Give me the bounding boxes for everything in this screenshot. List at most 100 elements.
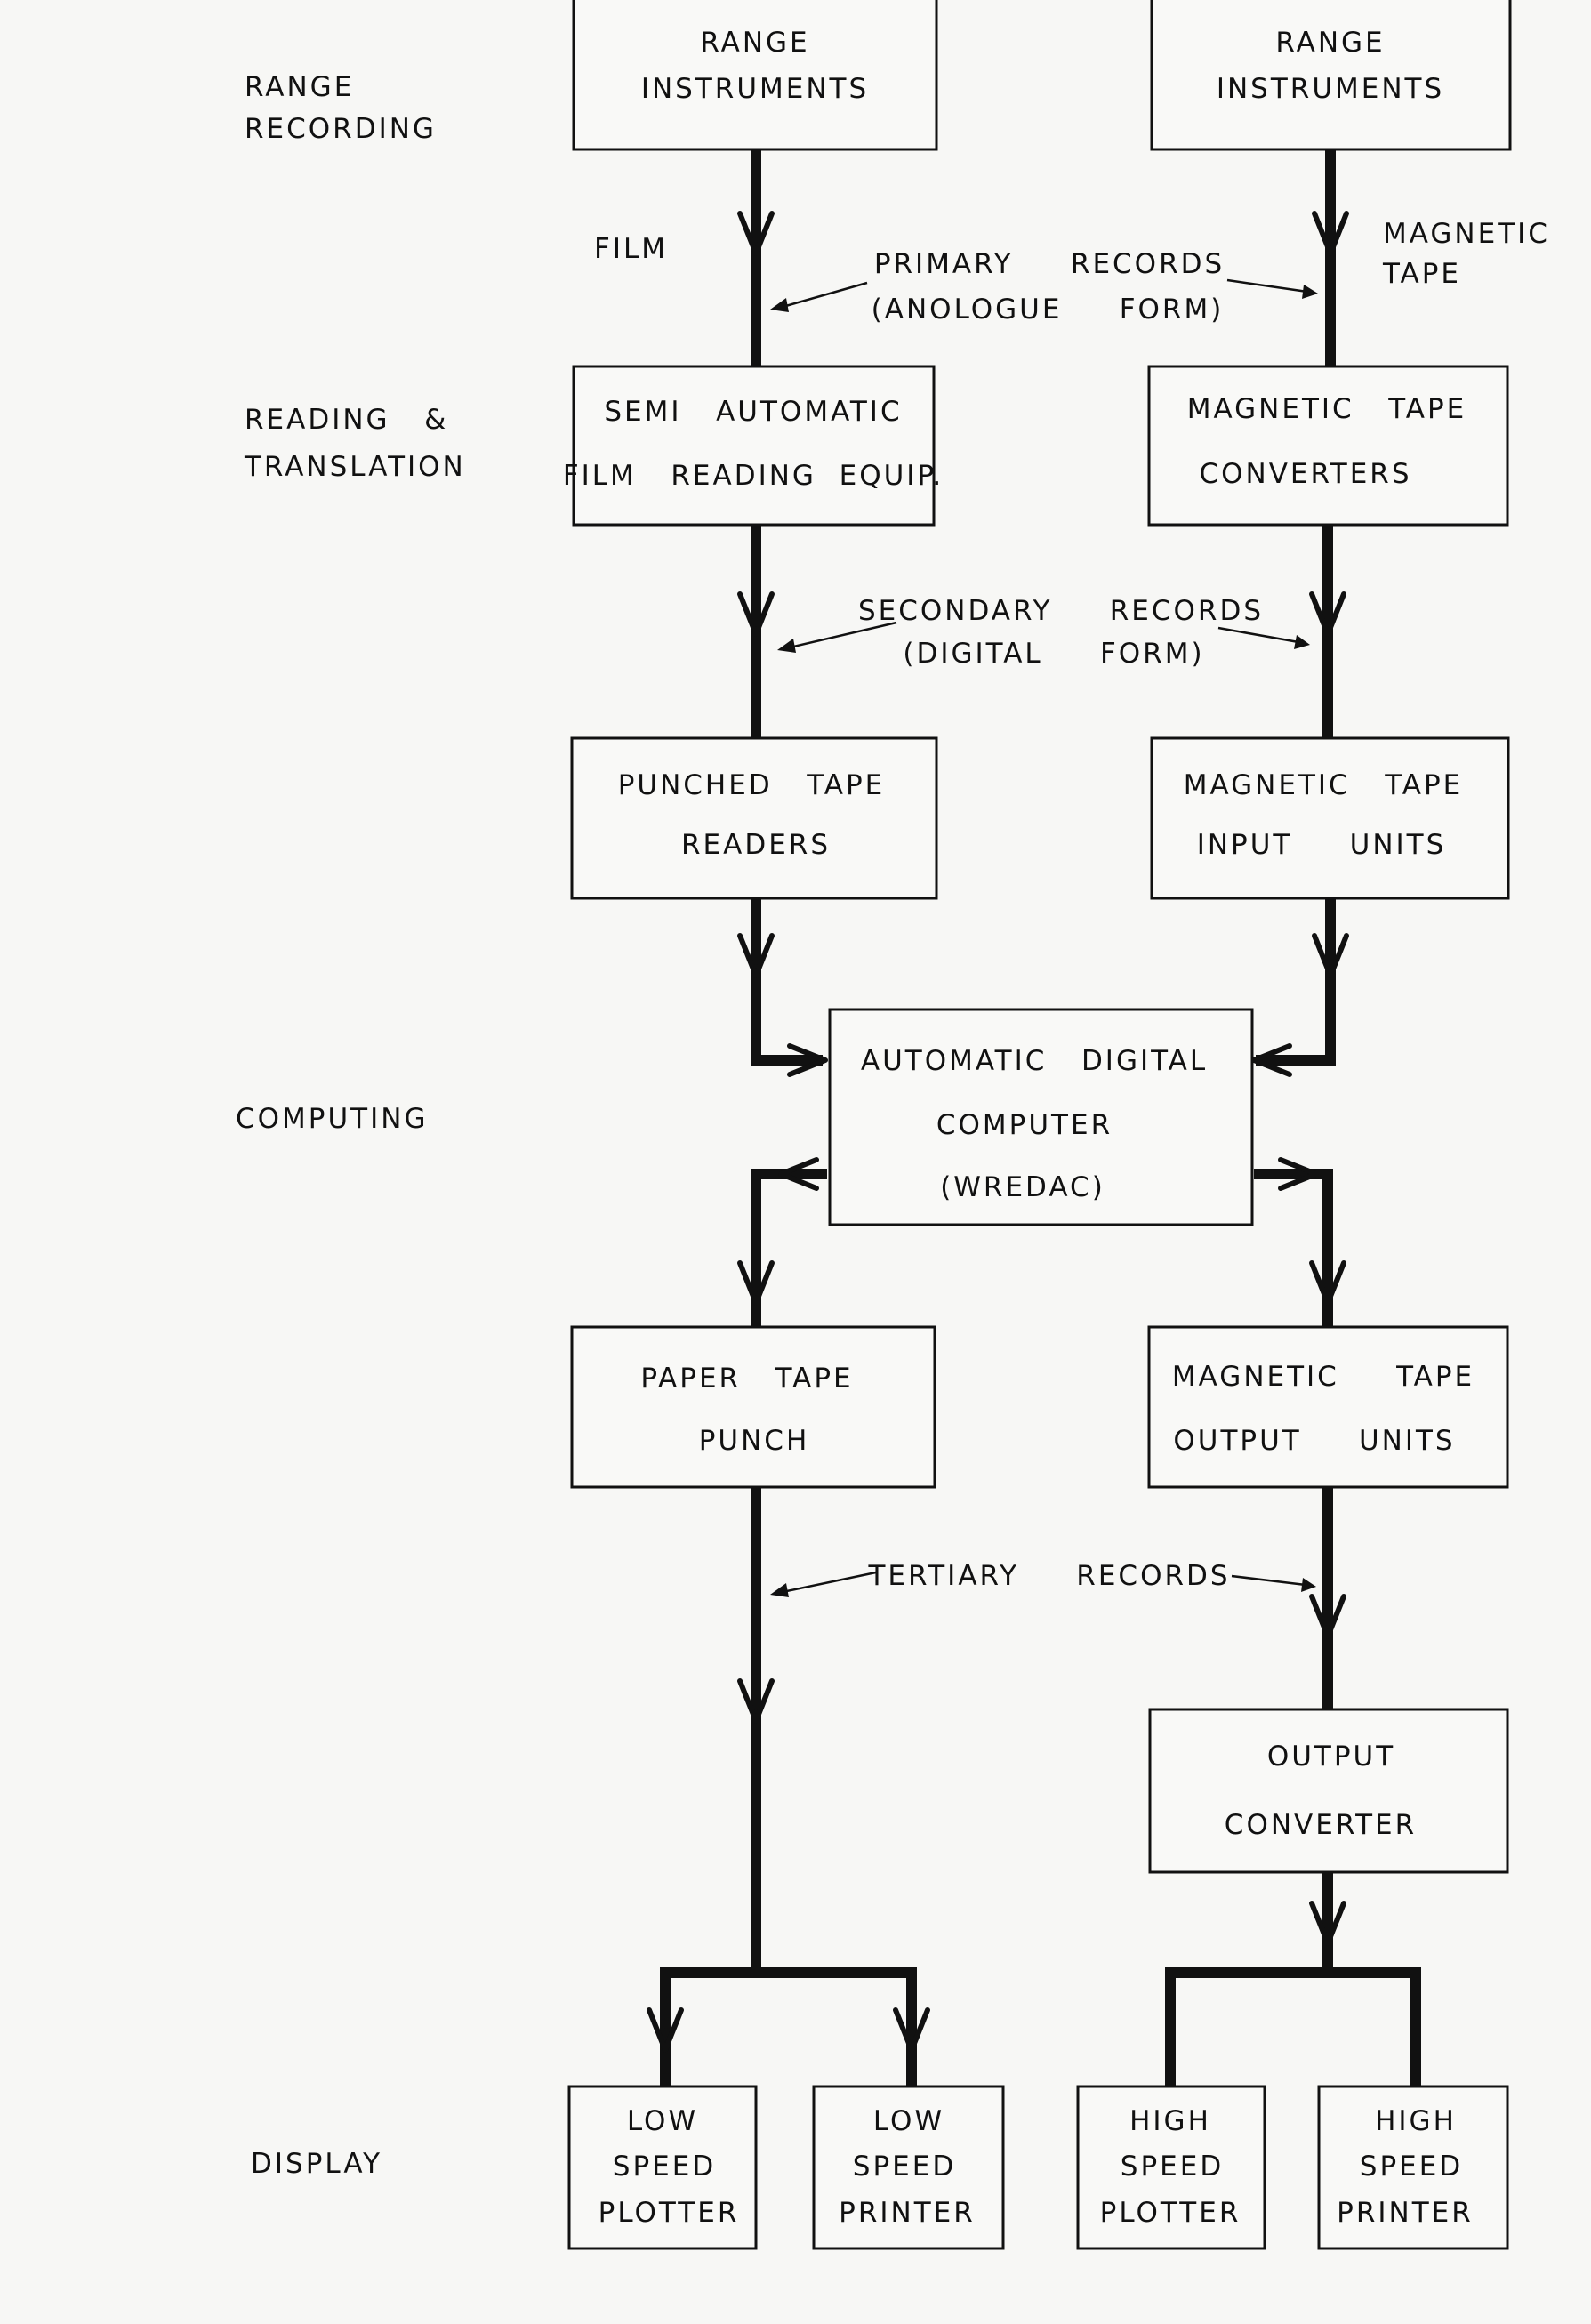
pointer-secondary-right xyxy=(1217,626,1299,644)
arrow-tertiary-right-down xyxy=(1309,1594,1346,1639)
pointer-tertiary-right-head xyxy=(1301,1578,1316,1592)
stage-display: DISPLAY xyxy=(251,2148,382,2180)
label-magnetic-tape-line1: MAGNETIC xyxy=(1383,218,1550,250)
box-output-converter xyxy=(1148,1708,1509,1874)
pointer-primary-left-head xyxy=(770,298,789,312)
flow-input-to-computer xyxy=(1256,898,1336,1066)
label-magnetic-tape-line2: TAPE xyxy=(1382,258,1461,290)
stage-reading-translation-line1: READING & xyxy=(245,404,448,436)
computer-line2: COMPUTER xyxy=(936,1109,1113,1141)
arrow-into-computer-right xyxy=(1251,1043,1292,1077)
flow-left-split xyxy=(660,1967,917,2046)
output-converter-line1: OUTPUT xyxy=(1267,1741,1395,1773)
paper-tape-punch-line2: PUNCH xyxy=(699,1425,810,1457)
box-mag-tape-input xyxy=(1150,736,1510,900)
mag-tape-converters-line1: MAGNETIC TAPE xyxy=(1187,393,1467,425)
label-primary-records-line1: PRIMARY RECORDS xyxy=(874,248,1225,280)
film-reading-line1: SEMI AUTOMATIC xyxy=(604,396,902,428)
mag-tape-output-line1: MAGNETIC TAPE xyxy=(1172,1361,1474,1393)
range-instruments-left-line2: INSTRUMENTS xyxy=(641,73,869,105)
arrow-left-secondary-down xyxy=(737,591,775,637)
arrow-right-secondary-down xyxy=(1309,591,1346,637)
label-primary-records-line2: (ANOLOGUE FORM) xyxy=(872,294,1225,326)
low-speed-plotter-line3: PLOTTER xyxy=(599,2197,740,2229)
high-speed-printer-line2: SPEED xyxy=(1360,2151,1463,2183)
stage-range-recording-line1: RANGE xyxy=(245,71,354,103)
high-speed-printer-line3: PRINTER xyxy=(1337,2197,1474,2229)
low-speed-plotter-line2: SPEED xyxy=(613,2151,716,2183)
arrow-to-punch-down xyxy=(737,1260,775,1306)
punched-tape-readers-line2: READERS xyxy=(681,829,831,861)
high-speed-plotter-line2: SPEED xyxy=(1121,2151,1224,2183)
box-low-speed-plotter xyxy=(567,2085,758,2250)
box-high-speed-plotter xyxy=(1076,2085,1266,2250)
boxes xyxy=(567,0,1512,2250)
pointer-primary-right xyxy=(1226,278,1308,294)
label-secondary-records-line2: (DIGITAL FORM) xyxy=(903,638,1204,670)
flow-lines xyxy=(660,149,1421,2087)
range-instruments-right-line1: RANGE xyxy=(1275,27,1385,59)
mag-tape-input-line1: MAGNETIC TAPE xyxy=(1184,769,1464,801)
mag-tape-output-line2: OUTPUT UNITS xyxy=(1173,1425,1455,1457)
pointer-primary-left xyxy=(782,281,868,309)
box-paper-tape-punch xyxy=(570,1325,936,1489)
range-instruments-right-line2: INSTRUMENTS xyxy=(1217,73,1444,105)
paper-tape-punch-line1: PAPER TAPE xyxy=(640,1363,853,1395)
arrow-low-plotter-down xyxy=(647,2007,684,2053)
pointer-primary-right-head xyxy=(1302,285,1318,299)
arrow-tertiary-left-down xyxy=(737,1678,775,1724)
flow-computer-to-output xyxy=(1254,1169,1333,1327)
stage-range-recording-line2: RECORDING xyxy=(245,113,437,145)
arrow-to-output-down xyxy=(1309,1260,1346,1306)
box-computer xyxy=(828,1008,1254,1226)
box-high-speed-printer xyxy=(1317,2085,1509,2250)
computer-line3: (WREDAC) xyxy=(940,1171,1105,1203)
pointer-secondary-right-head xyxy=(1294,635,1310,649)
stage-labels: RANGE RECORDING READING & TRANSLATION CO… xyxy=(236,71,466,2180)
pointer-tertiary-right xyxy=(1231,1574,1306,1587)
arrow-converter-down xyxy=(1309,1901,1346,1946)
pointer-secondary-left-head xyxy=(777,639,796,653)
arrow-left-input-down xyxy=(737,933,775,978)
annotation-pointers xyxy=(770,278,1318,1597)
box-mag-tape-converters xyxy=(1147,365,1509,527)
low-speed-printer-line3: PRINTER xyxy=(839,2197,976,2229)
output-converter-line2: CONVERTER xyxy=(1225,1809,1417,1841)
mag-tape-converters-line2: CONVERTERS xyxy=(1199,458,1411,490)
box-low-speed-printer xyxy=(812,2085,1005,2250)
high-speed-printer-line1: HIGH xyxy=(1375,2105,1457,2137)
punched-tape-readers-line1: PUNCHED TAPE xyxy=(618,769,886,801)
arrow-out-computer-left xyxy=(778,1157,819,1191)
mag-tape-input-line2: INPUT UNITS xyxy=(1197,829,1447,861)
label-secondary-records-line1: SECONDARY RECORDS xyxy=(858,595,1264,627)
film-reading-line2: FILM READING EQUIP. xyxy=(563,460,944,492)
arrow-magtape-down xyxy=(1312,211,1349,256)
flow-computer-to-punch xyxy=(751,1169,827,1327)
box-mag-tape-output xyxy=(1147,1325,1509,1489)
low-speed-plotter-line1: LOW xyxy=(627,2105,698,2137)
high-speed-plotter-line1: HIGH xyxy=(1129,2105,1211,2137)
pointer-tertiary-left xyxy=(782,1571,877,1594)
box-range-instruments-left xyxy=(572,0,938,151)
pointer-secondary-left xyxy=(789,621,897,649)
box-labels: RANGE INSTRUMENTS RANGE INSTRUMENTS SEMI… xyxy=(563,27,1474,2229)
flow-punched-to-computer xyxy=(751,898,823,1066)
arrow-right-input-down xyxy=(1312,933,1349,978)
stage-computing: COMPUTING xyxy=(236,1103,428,1135)
box-range-instruments-right xyxy=(1150,0,1512,151)
flow-right-split xyxy=(1165,1967,1421,2087)
label-film: FILM xyxy=(594,233,668,265)
pointer-tertiary-left-head xyxy=(770,1583,789,1597)
arrow-heads xyxy=(647,211,1349,2053)
low-speed-printer-line2: SPEED xyxy=(853,2151,956,2183)
arrow-out-computer-right xyxy=(1278,1157,1319,1191)
label-tertiary-records: TERTIARY RECORDS xyxy=(867,1560,1230,1592)
computer-line1: AUTOMATIC DIGITAL xyxy=(861,1045,1208,1077)
arrow-low-printer-down xyxy=(893,2007,930,2053)
arrow-film-down xyxy=(737,211,775,256)
box-punched-tape-readers xyxy=(570,736,938,900)
high-speed-plotter-line3: PLOTTER xyxy=(1100,2197,1241,2229)
stage-reading-translation-line2: TRANSLATION xyxy=(244,451,466,483)
low-speed-printer-line1: LOW xyxy=(873,2105,944,2137)
